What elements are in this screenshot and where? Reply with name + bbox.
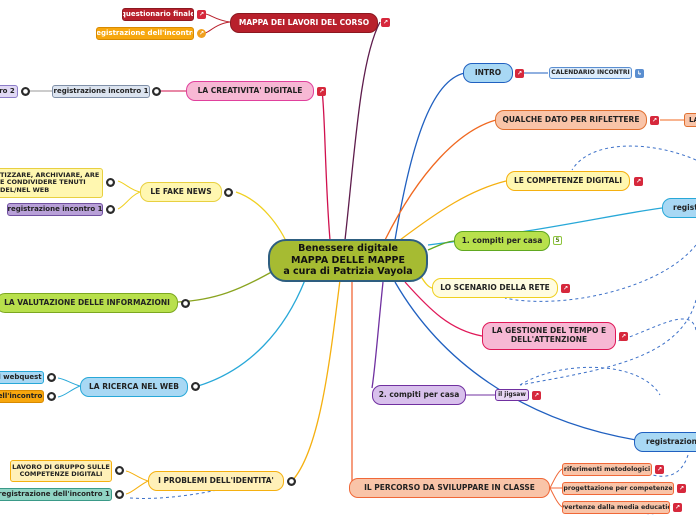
link-icon[interactable]: ↗ [515,69,524,78]
globe-icon[interactable]: ● [21,87,30,96]
globe-icon[interactable]: ● [106,205,115,214]
link-icon[interactable]: ↗ [381,18,390,27]
globe-icon[interactable]: ● [287,477,296,486]
link-icon[interactable]: ↗ [532,391,541,400]
topic-mappa-lavori[interactable]: MAPPA DEI LAVORI DEL CORSO [230,13,378,33]
globe-icon[interactable]: ● [181,299,190,308]
topic-registrazione-cut[interactable]: registrazione [634,432,696,452]
subtopic-ell-incontro[interactable]: ell'incontro [0,390,44,403]
globe-icon[interactable]: ● [47,373,56,382]
subtopic-jigsaw[interactable]: il jigsaw [495,389,529,401]
link-icon[interactable]: ↗ [561,284,570,293]
topic-gestione-tempo[interactable]: LA GESTIONE DEL TEMPO E DELL'ATTENZIONE [482,322,616,350]
link-icon[interactable]: ↗ [197,10,206,19]
link-icon[interactable]: ↗ [655,465,664,474]
subtopic-webquest[interactable]: l webquest [0,371,44,384]
subtopic-riferimenti-metodologici[interactable]: riferimenti metodologici [562,463,652,476]
center-line-1: Benessere digitale [298,243,398,255]
subtopic-progettazione-competenze[interactable]: progettazione per competenze [562,482,674,495]
globe-icon[interactable]: ● [224,188,233,197]
topic-compiti-per-casa-2[interactable]: 2. compiti per casa [372,385,466,405]
subtopic-avvertenze-media-education[interactable]: avvertenze dalla media education [562,501,670,514]
attachment-icon[interactable]: ↳ [635,69,644,78]
center-line-3: a cura di Patrizia Vayola [283,266,413,278]
subtopic-lavoro-gruppo[interactable]: LAVORO DI GRUPPO SULLE COMPETENZE DIGITA… [10,460,112,482]
globe-icon[interactable]: ● [106,178,115,187]
topic-creativita-digitale[interactable]: LA CREATIVITA' DIGITALE [186,81,314,101]
globe-icon[interactable]: ● [115,490,124,499]
topic-regist-cut[interactable]: regist [662,198,696,218]
globe-icon[interactable]: ● [152,87,161,96]
link-icon[interactable]: ↗ [650,116,659,125]
subtopic-la-cut[interactable]: LA [684,113,696,127]
topic-fake-news[interactable]: LE FAKE NEWS [140,182,222,202]
globe-icon[interactable]: ● [191,382,200,391]
topic-percorso-classe[interactable]: IL PERCORSO DA SVILUPPARE IN CLASSE [349,478,550,498]
topic-intro[interactable]: INTRO [463,63,513,83]
topic-scenario-rete[interactable]: LO SCENARIO DELLA RETE [432,278,558,298]
note-count-icon[interactable]: 5 [553,236,562,245]
topic-valutazione-informazioni[interactable]: LA VALUTAZIONE DELLE INFORMAZIONI [0,293,178,313]
subtopic-registrazione-incontro-1-c[interactable]: registrazione dell'incontro 1 [0,488,112,501]
central-topic[interactable]: Benessere digitale MAPPA DELLE MAPPE a c… [268,239,428,282]
subtopic-ro-2[interactable]: ro 2 [0,85,18,98]
globe-icon[interactable]: ● [115,466,124,475]
topic-compiti-per-casa-1[interactable]: 1. compiti per casa [454,231,550,251]
link-icon[interactable]: ↗ [634,177,643,186]
subtopic-registrazione-incontro-1[interactable]: registrazione incontro 1 [52,85,150,98]
subtopic-registrazione-incontro-1-b[interactable]: registrazione incontro 1 [7,203,103,216]
link-icon[interactable]: ↗ [677,484,686,493]
subtopic-questionario-finale[interactable]: questionario finale [122,8,194,21]
subtopic-catalogare-contenuti[interactable]: TIZZARE, ARCHIVIARE, ARE E CONDIVIDERE T… [0,168,103,198]
link-icon[interactable]: ↗ [317,87,326,96]
link-icon[interactable]: ↗ [619,332,628,341]
globe-icon[interactable]: ● [47,392,56,401]
subtopic-calendario-incontri[interactable]: CALENDARIO INCONTRI [549,67,632,79]
subtopic-registrazione-incontro[interactable]: registrazione dell'incontro [96,27,194,40]
topic-problemi-identita[interactable]: I PROBLEMI DELL'IDENTITA' [148,471,284,491]
link-icon[interactable]: ↗ [673,503,682,512]
topic-ricerca-web[interactable]: LA RICERCA NEL WEB [80,377,188,397]
topic-qualche-dato[interactable]: QUALCHE DATO PER RIFLETTERE [495,110,647,130]
link-icon[interactable]: ↗ [197,29,206,38]
center-line-2: MAPPA DELLE MAPPE [290,254,406,266]
topic-competenze-digitali[interactable]: LE COMPETENZE DIGITALI [506,171,630,191]
